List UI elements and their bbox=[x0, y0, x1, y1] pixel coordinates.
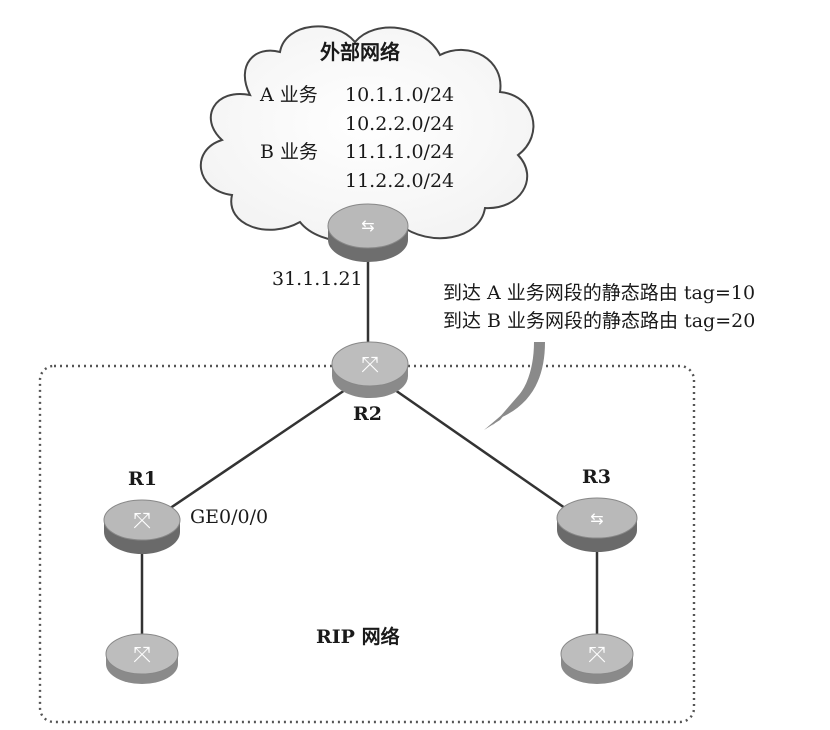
router-r1-label: R1 bbox=[128, 468, 158, 490]
host-router-right-icon: ⤧ bbox=[560, 633, 634, 684]
service-b-net-2: 11.2.2.0/24 bbox=[345, 170, 455, 192]
external-network-cloud bbox=[199, 25, 535, 243]
service-b-net-1: 11.1.1.0/24 bbox=[345, 141, 455, 163]
link-r2-r3 bbox=[394, 388, 576, 517]
host-router-left-icon: ⤧ bbox=[105, 633, 179, 684]
svg-text:⇆: ⇆ bbox=[361, 216, 374, 235]
r1-interface-label: GE0/0/0 bbox=[190, 506, 269, 528]
router-r2-label: R2 bbox=[353, 403, 383, 425]
link-r2-r1 bbox=[159, 388, 346, 517]
svg-text:⇆: ⇆ bbox=[590, 509, 603, 528]
annotation-line-2: 到达 B 业务网段的静态路由 tag=20 bbox=[443, 310, 756, 332]
annotation-line-1: 到达 A 业务网段的静态路由 tag=10 bbox=[443, 282, 756, 304]
service-a-label: A 业务 bbox=[260, 84, 318, 106]
external-ip-label: 31.1.1.21 bbox=[272, 268, 363, 290]
service-b-label: B 业务 bbox=[260, 141, 319, 163]
svg-text:⤧: ⤧ bbox=[133, 643, 151, 668]
svg-text:⤧: ⤧ bbox=[588, 643, 606, 668]
router-r2-icon: ⤧ bbox=[331, 341, 409, 398]
rip-network-label: RIP 网络 bbox=[316, 626, 400, 648]
annotation-arrow bbox=[484, 342, 545, 430]
cloud-title: 外部网络 bbox=[320, 40, 400, 64]
external-router: ⇆ bbox=[327, 203, 409, 262]
router-r3-label: R3 bbox=[582, 466, 612, 488]
svg-text:⤧: ⤧ bbox=[133, 509, 151, 534]
service-a-net-2: 10.2.2.0/24 bbox=[345, 113, 455, 135]
service-a-net-1: 10.1.1.0/24 bbox=[345, 84, 455, 106]
router-r3-icon: ⇆ bbox=[556, 497, 638, 552]
svg-text:⤧: ⤧ bbox=[361, 353, 379, 378]
router-r1-icon: ⤧ bbox=[103, 499, 181, 554]
